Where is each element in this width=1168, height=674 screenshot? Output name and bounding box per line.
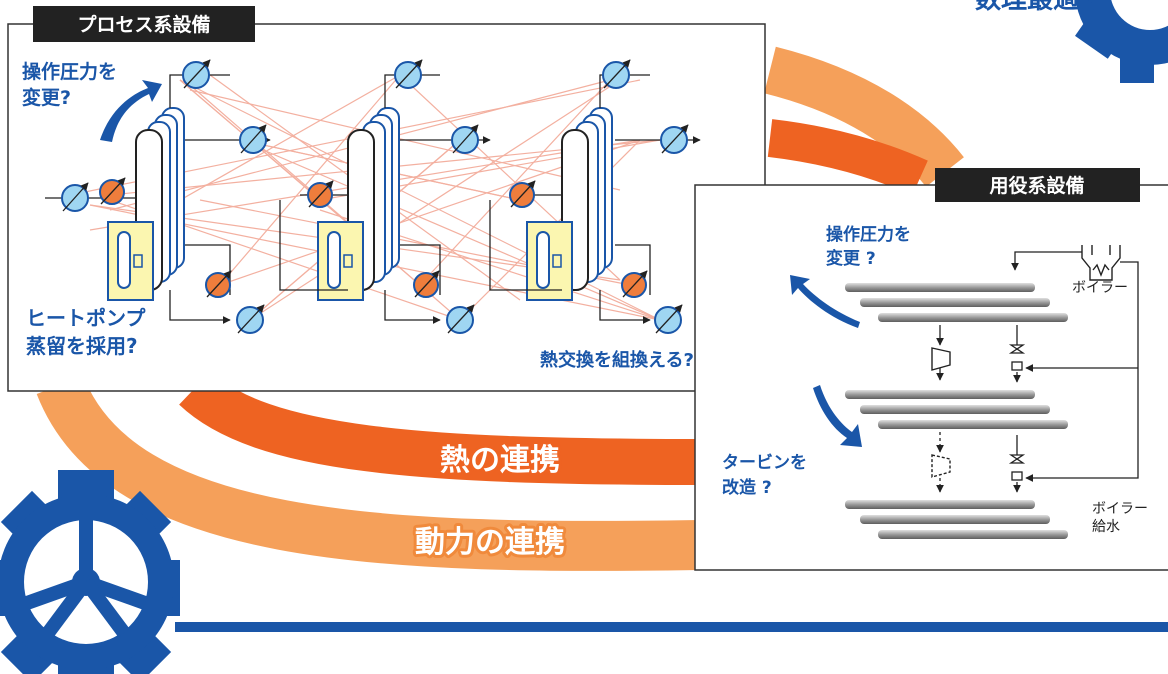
process-q-pressure-line1: 操作圧力を <box>22 60 117 83</box>
process-q-pressure-line2: 変更? <box>22 86 71 109</box>
process-q-exchange: 熱交換を組換える? <box>540 349 694 371</box>
heat-link-label: 熱の連携 <box>440 443 560 478</box>
feedwater-label-line2: 給水 <box>1092 519 1120 535</box>
bottom-blue-bar <box>175 622 1168 632</box>
process-panel: プロセス系設備 <box>7 6 766 392</box>
utility-piping <box>936 251 1139 493</box>
pressure-change-arrow <box>100 80 162 142</box>
valve-icons <box>1008 344 1026 481</box>
utility-panel-title-box <box>935 168 1140 202</box>
utility-panel-title: 用役系設備 <box>989 174 1084 197</box>
process-q-heatpump-line2: 蒸留を採用? <box>26 334 138 358</box>
column-3 <box>561 107 613 291</box>
boiler-label: ボイラー <box>1072 280 1128 296</box>
turbine-modify-arrow <box>813 385 862 447</box>
boiler-icon <box>1081 245 1121 281</box>
feedwater-label-line1: ボイラー <box>1092 501 1148 517</box>
utility-panel: 用役系設備 ボイラー <box>694 168 1168 571</box>
steam-headers <box>845 283 1068 539</box>
heat-pump-units <box>107 221 573 301</box>
utility-q-turbine-line2: 改造 ? <box>722 477 772 498</box>
utility-q-turbine-line1: タービンを <box>722 453 807 473</box>
gear-icon-top-right <box>1075 0 1168 83</box>
utility-q-pressure-line2: 変更 ? <box>826 248 876 269</box>
process-panel-title-box <box>33 6 255 42</box>
utility-q-pressure-line1: 操作圧力を <box>826 224 911 245</box>
hx-diagonal-marks <box>62 59 689 334</box>
utility-pressure-arrow <box>790 275 860 328</box>
distillation-columns <box>135 107 613 291</box>
turbine-modified-icon <box>931 454 951 478</box>
top-right-label: 数理最適化 <box>975 0 1105 15</box>
process-q-heatpump-line1: ヒートポンプ <box>26 306 146 330</box>
turbine-icon <box>931 347 951 371</box>
gear-icon-bottom-left <box>0 470 180 674</box>
power-link-label: 動力の連携 <box>415 525 565 560</box>
link-arcs <box>36 46 964 571</box>
process-panel-title: プロセス系設備 <box>77 13 210 36</box>
